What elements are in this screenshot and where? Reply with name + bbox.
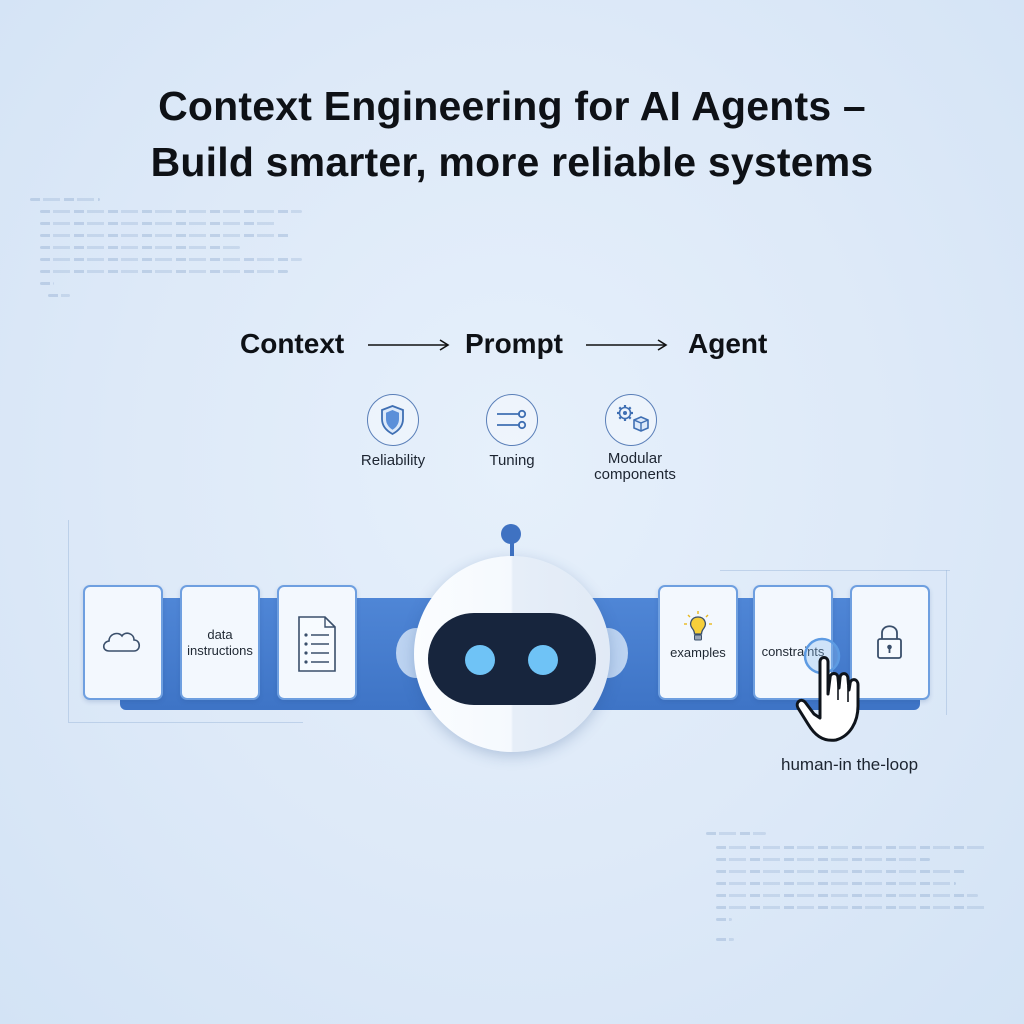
robot-antenna [510, 540, 514, 560]
robot-eye-right [528, 645, 558, 675]
decor-line [720, 570, 950, 571]
padlock-icon [877, 625, 902, 659]
feature-label-modular-line2: components [594, 466, 676, 483]
card-data-instructions: data instructions [180, 585, 260, 700]
decor-line [68, 520, 69, 722]
decor-line [68, 722, 303, 723]
flow-step-context: Context [240, 328, 345, 359]
shield-icon [381, 405, 404, 436]
gear-cube-icon [617, 405, 649, 432]
robot-antenna-tip [501, 524, 521, 544]
modular-badge [605, 394, 657, 446]
reliability-badge [367, 394, 419, 446]
decor-line [946, 570, 947, 715]
card-document [277, 585, 357, 700]
robot-visor [428, 613, 596, 705]
card-examples: examples [658, 585, 738, 700]
feature-label-tuning: Tuning [489, 452, 535, 469]
human-in-the-loop-label: human-in the-loop [781, 755, 919, 774]
pointing-hand-icon [795, 637, 860, 742]
card-constraints: constraints [753, 585, 833, 700]
card-instructions-label: instructions [187, 643, 253, 658]
document-list-icon [298, 616, 336, 672]
card-lock [850, 585, 930, 700]
title-line-2: Build smarter, more reliable systems [150, 139, 874, 185]
cloud-icon [102, 632, 141, 652]
flow-step-agent: Agent [688, 328, 768, 359]
sliders-icon [497, 409, 527, 430]
card-constraints-label: constraints [761, 644, 825, 659]
tuning-badge [486, 394, 538, 446]
lightbulb-icon [684, 611, 712, 641]
page-title: Context Engineering for AI Agents – Buil… [0, 78, 1024, 190]
feature-label-reliability: Reliability [360, 452, 426, 469]
feature-label-modular: Modular components [575, 451, 695, 483]
card-data-label: data [207, 627, 233, 642]
arrow-right-icon [586, 339, 668, 351]
title-line-1: Context Engineering for AI Agents – [158, 83, 866, 129]
card-examples-label: examples [670, 645, 726, 660]
arrow-right-icon [368, 339, 450, 351]
robot-eye-left [465, 645, 495, 675]
feature-label-modular-line1: Modular [607, 450, 663, 467]
card-cloud [83, 585, 163, 700]
flow-step-prompt: Prompt [465, 328, 563, 359]
